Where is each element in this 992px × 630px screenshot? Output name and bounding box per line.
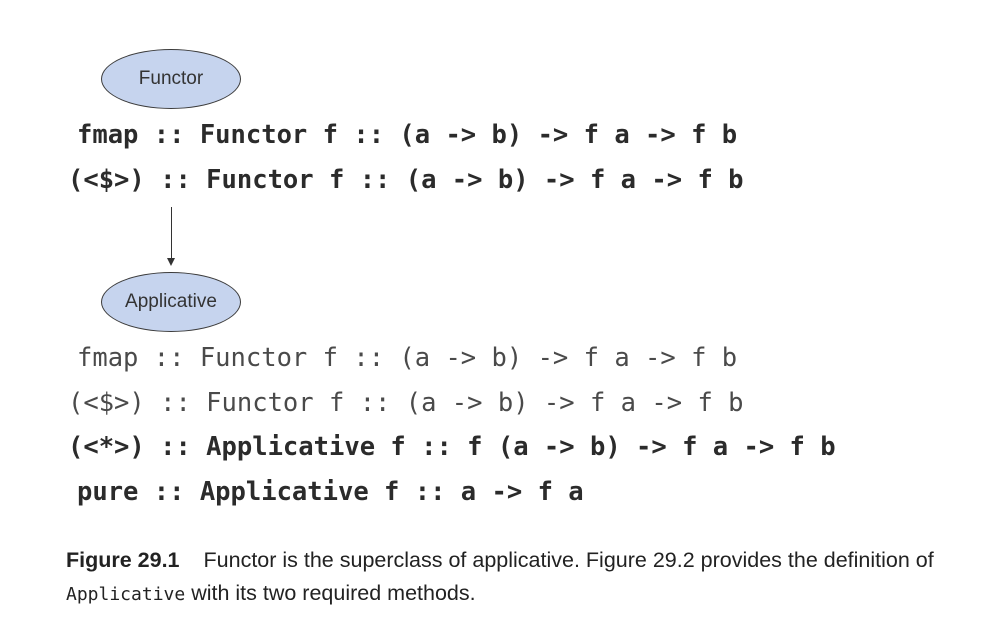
inheritance-arrow-head — [167, 258, 175, 266]
caption-code-term: Applicative — [66, 584, 186, 605]
caption-text-part1: Functor is the superclass of applicative… — [203, 548, 934, 572]
inheritance-arrow-line — [171, 207, 172, 261]
functor-node: Functor — [101, 49, 241, 109]
applicative-node-label: Applicative — [125, 291, 217, 312]
functor-fmap-signature: fmap :: Functor f :: (a -> b) -> f a -> … — [77, 120, 738, 150]
applicative-pure-signature: pure :: Applicative f :: a -> f a — [77, 477, 584, 507]
functor-node-label: Functor — [138, 68, 204, 89]
inherited-fmap-operator-signature: (<$>) :: Functor f :: (a -> b) -> f a ->… — [68, 388, 744, 418]
functor-fmap-operator-signature: (<$>) :: Functor f :: (a -> b) -> f a ->… — [68, 165, 744, 195]
figure-caption: Figure 29.1 Functor is the superclass of … — [66, 544, 966, 611]
applicative-node: Applicative — [101, 272, 241, 332]
figure-number: Figure 29.1 — [66, 548, 180, 572]
inherited-fmap-signature: fmap :: Functor f :: (a -> b) -> f a -> … — [77, 343, 738, 373]
applicative-apply-signature: (<*>) :: Applicative f :: f (a -> b) -> … — [68, 432, 836, 462]
caption-text-part2: with its two required methods. — [185, 581, 476, 605]
